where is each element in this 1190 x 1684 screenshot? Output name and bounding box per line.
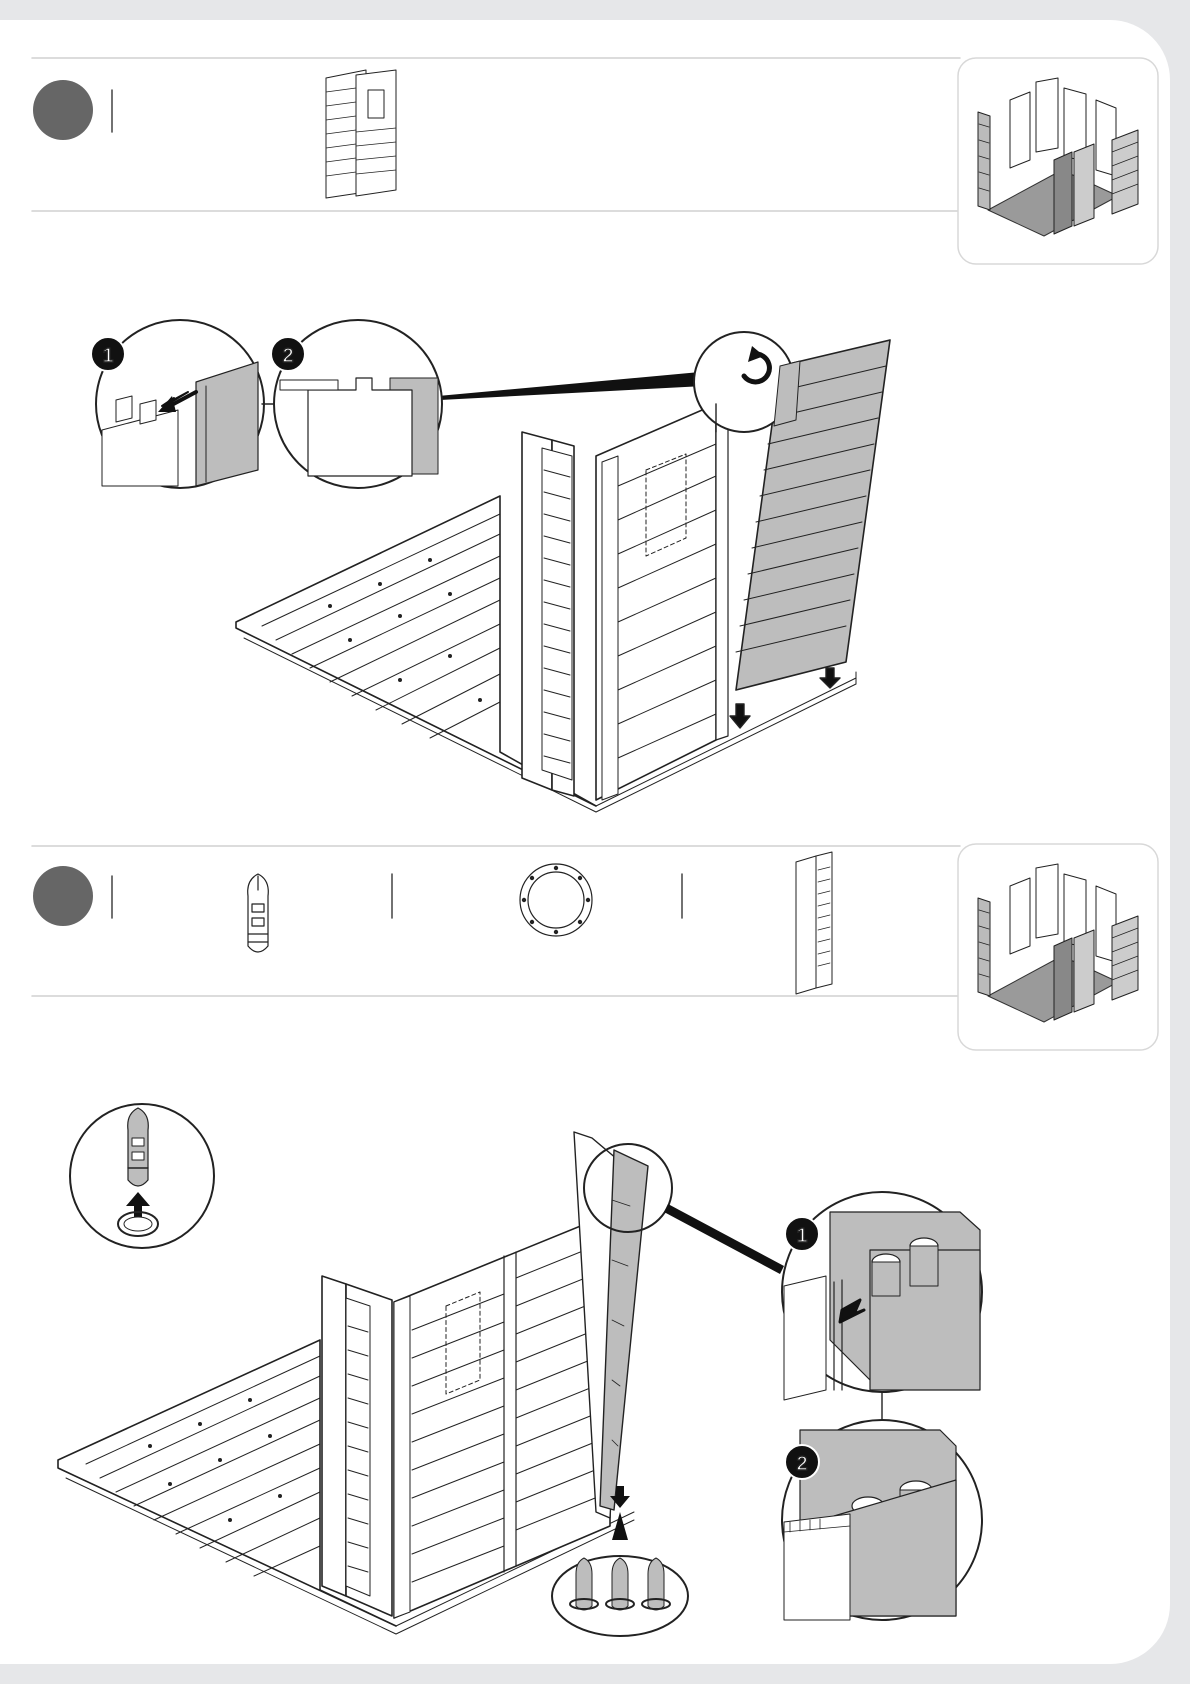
three-pins-detail [552,1556,688,1636]
step-number-badge [33,80,93,140]
corner-post-icon [796,852,832,994]
connector-pin-icon [248,874,269,952]
detail-circle-2: 2 [271,320,442,488]
callout-number-2: 2 [282,345,293,367]
callout-number-2: 2 [796,1453,807,1475]
callout-number-1: 1 [796,1225,807,1247]
wall-panels [394,1214,610,1618]
shed-overview-thumbnail [958,844,1158,1050]
window-wall-panel-icon [326,70,396,198]
window-wall-panel [596,400,728,800]
step-number-badge [33,866,93,926]
corner-post [322,1276,392,1616]
pin-insert-detail-circle [70,1104,214,1248]
detail-circle-1: 1 [91,320,264,488]
step-b-illustration: 1 2 [58,1104,982,1636]
detail-circle-1: 1 [782,1192,982,1400]
detail-circle-2: 2 [782,1420,982,1620]
step-a-header [32,58,1158,264]
callout-number-1: 1 [102,345,113,367]
step-a-illustration: 1 2 [91,320,890,812]
shed-overview-thumbnail [958,58,1158,264]
rotate-callout [438,332,800,432]
locking-ring-icon [520,864,592,936]
corner-post [522,432,574,796]
step-b-header [32,844,1158,1050]
